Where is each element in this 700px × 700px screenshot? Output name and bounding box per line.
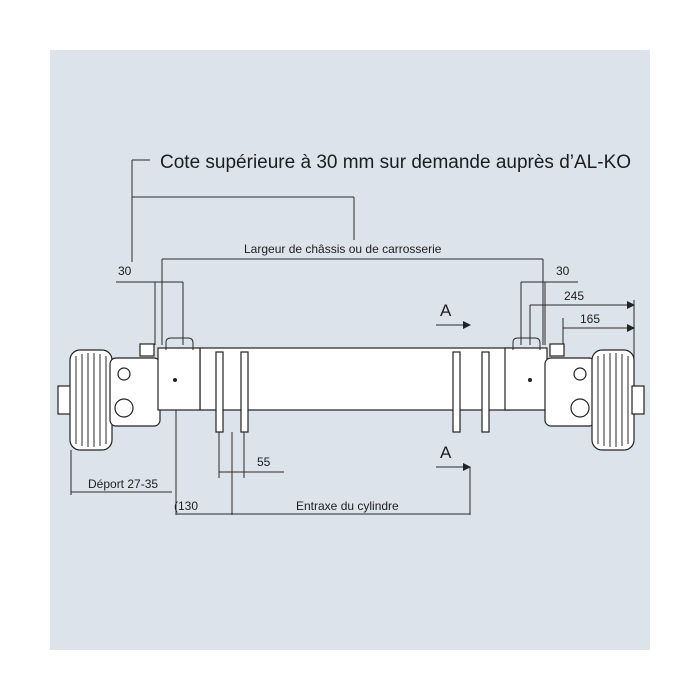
left-spring-bracket xyxy=(157,337,201,411)
section-label-top: A xyxy=(440,301,452,320)
dim-30-right-lines xyxy=(520,281,578,345)
cylinder-spacing-lines xyxy=(176,432,470,515)
dim-30-left: 30 xyxy=(118,264,132,278)
dim-30-right: 30 xyxy=(556,264,570,278)
cylinder-spacing-label: Entraxe du cylindre xyxy=(296,499,399,513)
right-wheel-hub xyxy=(544,343,645,451)
frame-width-label: Largeur de châssis ou de carrosserie xyxy=(244,242,442,256)
dim-130: (130 xyxy=(174,499,198,513)
right-plates xyxy=(452,351,490,433)
note-text: Cote supérieure à 30 mm sur demande aupr… xyxy=(160,152,631,173)
frame-width-dimension xyxy=(161,258,544,345)
dim-245: 245 xyxy=(564,289,584,303)
section-arrow-bottom xyxy=(436,463,471,515)
note-leader xyxy=(131,159,355,262)
offset-dimension-lines xyxy=(70,410,177,515)
section-label-bottom: A xyxy=(440,443,452,462)
offset-label: Déport 27-35 xyxy=(88,477,158,491)
left-wheel-hub xyxy=(57,343,161,451)
dim-30-left-lines xyxy=(116,281,184,345)
dim-165: 165 xyxy=(580,312,600,326)
dim-55: 55 xyxy=(257,455,271,469)
dim-55-lines xyxy=(218,432,284,478)
right-spring-bracket xyxy=(504,337,548,411)
